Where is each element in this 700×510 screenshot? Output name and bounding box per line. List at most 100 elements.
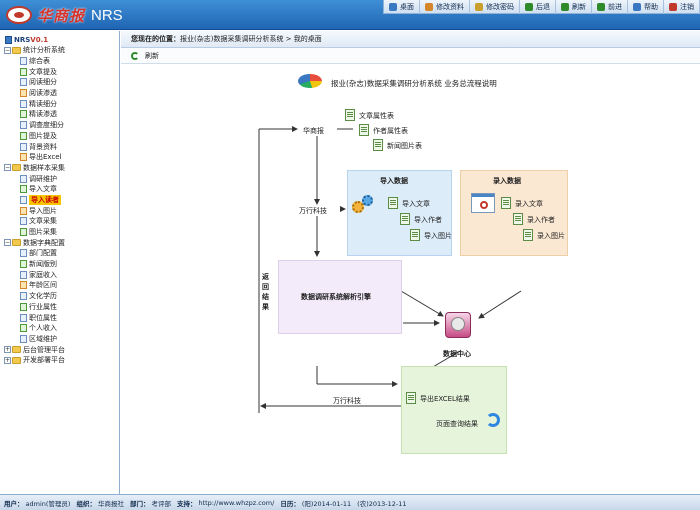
doc-icon <box>400 213 410 225</box>
tree-group-label: 开发部署平台 <box>23 356 65 365</box>
tree-item[interactable]: 个人收入 <box>0 323 119 334</box>
tree-group[interactable]: + 开发部署平台 <box>0 355 119 366</box>
expand-icon[interactable]: + <box>4 356 11 364</box>
tree-group[interactable]: + 后台管理平台 <box>0 344 119 355</box>
tree-item[interactable]: 阅读渗透 <box>0 88 119 99</box>
tree-item[interactable]: 调查度细分 <box>0 120 119 131</box>
collapse-icon[interactable]: − <box>4 164 11 172</box>
tree-group[interactable]: −数据样本采集 <box>0 163 119 174</box>
tree-item[interactable]: 图片提及 <box>0 131 119 142</box>
tree-item-label: 部门配置 <box>29 249 57 258</box>
refresh-link[interactable]: 刷新 <box>145 51 159 60</box>
logo-text: 华商报 <box>37 6 86 25</box>
tree-item[interactable]: 导入读者 <box>0 194 119 206</box>
toolbar-button-2[interactable]: 修改密码 <box>470 0 520 14</box>
logout-icon <box>669 3 677 11</box>
top-toolbar: 桌面修改资料修改密码后退刷新前进 帮助 注销 <box>383 0 700 14</box>
footer-org: 华商报社 <box>97 499 124 508</box>
page-icon <box>20 121 27 130</box>
tree-item[interactable]: 综合表 <box>0 56 119 67</box>
gears-icon <box>352 195 374 217</box>
page-icon <box>20 281 27 290</box>
toolbar-button-1[interactable]: 修改资料 <box>420 0 470 14</box>
desktop-icon <box>389 3 397 11</box>
page-icon <box>20 324 27 333</box>
tree-item[interactable]: 家庭收入 <box>0 269 119 280</box>
tree-item-label: 导出Excel <box>29 153 62 162</box>
tree-root[interactable]: NRS V0.1 <box>0 31 119 45</box>
tree-item[interactable]: 文化学历 <box>0 291 119 302</box>
tree-item[interactable]: 文章提及 <box>0 66 119 77</box>
status-bar: 用户： admin(管理员) 组织： 华商报社 部门： 考评部 支持： http… <box>0 494 700 510</box>
node-vendor-2: 万行科技 <box>333 397 361 405</box>
flow-diagram: 报业(杂志)数据采集调研分析系统 业务总流程说明 华商报 文章属性表 作者属性表… <box>121 66 700 494</box>
key-icon <box>475 3 483 11</box>
form-window-icon <box>471 193 495 213</box>
pie-chart-icon <box>296 72 324 92</box>
page-icon <box>20 89 27 98</box>
tree-item[interactable]: 导出Excel <box>0 152 119 163</box>
footer-date-lunar: (农)2013-12-11 <box>357 499 407 508</box>
footer-support[interactable]: http://www.whzpz.com/ <box>198 498 275 507</box>
toolbar-button-0[interactable]: 桌面 <box>384 0 420 14</box>
diagram-title: 报业(杂志)数据采集调研分析系统 业务总流程说明 <box>331 79 497 88</box>
toolbar-button-4[interactable]: 刷新 <box>556 0 592 14</box>
toolbar-button-3[interactable]: 后退 <box>520 0 556 14</box>
page-icon <box>20 174 27 183</box>
tree-item-label: 阅读细分 <box>29 78 57 87</box>
tree-item-label: 图片提及 <box>29 131 57 140</box>
folder-icon <box>12 239 21 247</box>
tree-item[interactable]: 精读渗透 <box>0 109 119 120</box>
tree-group[interactable]: − 数据字典配置 <box>0 237 119 248</box>
page-icon <box>20 185 27 194</box>
page-icon <box>20 131 27 140</box>
toolbar-button-7[interactable]: 注销 <box>664 0 700 14</box>
import-image: 导入图片 <box>424 232 452 240</box>
engine-box: 数据调研系统解析引擎 <box>278 260 402 334</box>
tree-item[interactable]: 行业属性 <box>0 302 119 313</box>
tree-item-label: 文章提及 <box>29 67 57 76</box>
tree-item[interactable]: 精读细分 <box>0 98 119 109</box>
tree-item[interactable]: 导入文章 <box>0 184 119 195</box>
engine-label: 数据调研系统解析引擎 <box>301 293 371 301</box>
page-icon <box>20 302 27 311</box>
toolbar-button-label: 注销 <box>680 3 694 11</box>
tree-group-label: 后台管理平台 <box>23 345 65 354</box>
tree-item[interactable]: 阅读细分 <box>0 77 119 88</box>
collapse-icon[interactable]: − <box>4 239 11 247</box>
tree-item-label: 阅读渗透 <box>29 89 57 98</box>
tree-item[interactable]: 调研维护 <box>0 173 119 184</box>
help-icon <box>633 3 641 11</box>
tree-item[interactable]: 背景资料 <box>0 141 119 152</box>
tree-item[interactable]: 新闻版别 <box>0 259 119 270</box>
tree-item[interactable]: 导入图片 <box>0 205 119 216</box>
entry-box-title: 录入数据 <box>493 177 521 185</box>
main-panel: 您现在的位置： 报业(杂志)数据采集调研分析系统 > 我的桌面 刷新 <box>121 31 700 494</box>
app-header: 华商报 NRS 桌面修改资料修改密码后退刷新前进帮助注销 <box>0 0 700 30</box>
page-icon <box>20 206 27 215</box>
tree-item[interactable]: 职位属性 <box>0 312 119 323</box>
page-icon <box>20 260 27 269</box>
tree-item[interactable]: 部门配置 <box>0 248 119 259</box>
forward-icon <box>597 3 605 11</box>
tree-item[interactable]: 年龄区间 <box>0 280 119 291</box>
tree-item[interactable]: 区域维护 <box>0 334 119 345</box>
page-query-result: 页面查询结果 <box>436 420 478 428</box>
toolbar-button-5[interactable]: 前进 <box>592 0 628 14</box>
collapse-icon[interactable]: − <box>4 46 11 54</box>
breadcrumb-path[interactable]: 报业(杂志)数据采集调研分析系统 > 我的桌面 <box>180 35 322 43</box>
entry-data-box: 录入数据 录入文章 录入作者 录入图片 <box>460 170 568 256</box>
folder-icon <box>12 356 21 364</box>
page-icon <box>20 195 27 204</box>
tree-group-label: 数据字典配置 <box>23 238 65 247</box>
tree-item-label: 导入图片 <box>29 206 57 215</box>
refresh-icon[interactable] <box>131 51 139 60</box>
toolbar-button-label: 帮助 <box>644 3 658 11</box>
tree-item[interactable]: 图片采集 <box>0 227 119 238</box>
expand-icon[interactable]: + <box>4 346 11 354</box>
tree-group[interactable]: −统计分析系统 <box>0 45 119 56</box>
toolbar-button-6[interactable]: 帮助 <box>628 0 664 14</box>
tree-item-label: 综合表 <box>29 57 50 66</box>
tree-item[interactable]: 文章采集 <box>0 216 119 227</box>
folder-icon <box>12 46 21 54</box>
